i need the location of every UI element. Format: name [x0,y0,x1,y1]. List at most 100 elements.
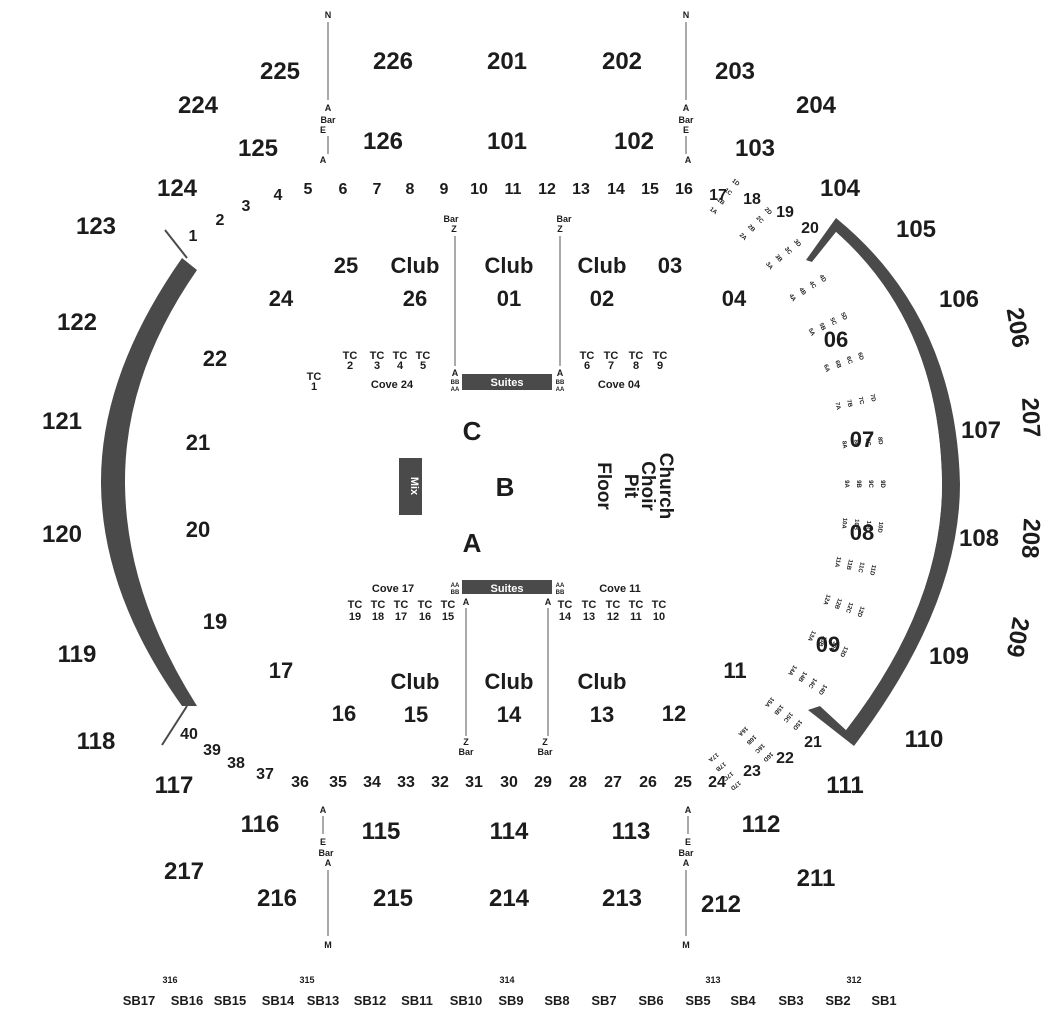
zone-c[interactable]: C [463,416,482,446]
floor-section-07[interactable]: 07 [850,427,874,452]
tc-15-number[interactable]: 15 [442,611,454,623]
section-103[interactable]: 103 [735,135,775,162]
box-7b[interactable]: 7B [845,399,853,408]
section-119[interactable]: 119 [58,641,97,668]
tc-8-label[interactable]: TC [629,350,644,362]
floor-section-20[interactable]: 20 [186,517,210,542]
floor-section-03[interactable]: 03 [658,253,682,278]
box-3a[interactable]: 3A [764,261,774,271]
tc-1-label[interactable]: TC [307,371,322,383]
section-126[interactable]: 126 [363,128,403,155]
box-9c[interactable]: 9C [867,480,873,488]
section-120[interactable]: 120 [42,521,82,548]
skybox-sb14[interactable]: SB14 [262,993,295,1008]
skybox-sb9[interactable]: SB9 [498,993,523,1008]
tc-15-label[interactable]: TC [441,599,456,611]
section-123[interactable]: 123 [76,213,116,240]
tc-12-number[interactable]: 12 [607,611,619,623]
cove-17[interactable]: Cove 17 [372,583,414,595]
box-12d[interactable]: 12D [855,605,865,618]
box-6d[interactable]: 6D [856,352,864,362]
box-13b[interactable]: 13B [816,635,827,648]
box-13d[interactable]: 13D [838,645,849,658]
tc-18-label[interactable]: TC [371,599,386,611]
floor-section-02[interactable]: 02 [590,286,614,311]
box-17b[interactable]: 17B [714,760,727,772]
tc-13-number[interactable]: 13 [583,611,595,623]
box-5c[interactable]: 5C [828,317,837,327]
box-17a[interactable]: 17A [706,751,719,763]
skybox-sb10[interactable]: SB10 [450,993,483,1008]
section-102[interactable]: 102 [614,128,654,155]
box-12c[interactable]: 12C [844,601,854,614]
tc-3-label[interactable]: TC [370,350,385,362]
floor-section-08[interactable]: 08 [850,520,874,545]
tc-16-number[interactable]: 16 [419,611,431,623]
cove-11[interactable]: Cove 11 [599,583,641,595]
box-11d[interactable]: 11D [868,564,876,576]
club-center[interactable]: Club [485,253,534,278]
tc-2-label[interactable]: TC [343,350,358,362]
section-224[interactable]: 224 [178,92,219,119]
floor-section-06[interactable]: 06 [824,327,848,352]
floor-section-19[interactable]: 19 [203,609,227,634]
box-7c[interactable]: 7C [857,396,865,405]
skybox-sb1[interactable]: SB1 [871,993,896,1008]
tc-18-number[interactable]: 18 [372,611,384,623]
box-14d[interactable]: 14D [816,683,827,696]
box-15a[interactable]: 15A [763,696,775,709]
section-208[interactable]: 208 [1016,518,1045,559]
section-121[interactable]: 121 [42,408,82,435]
section-109[interactable]: 109 [929,643,969,670]
section-122[interactable]: 122 [57,309,97,336]
tc-4-number[interactable]: 4 [397,360,404,372]
tc-6-number[interactable]: 6 [584,360,590,372]
tc-5-label[interactable]: TC [416,350,431,362]
box-9a[interactable]: 9A [843,480,849,488]
box-7a[interactable]: 7A [833,402,841,411]
floor-section-16[interactable]: 16 [332,701,356,726]
tc-10-label[interactable]: TC [652,599,667,611]
section-116[interactable]: 116 [241,811,280,838]
box-9b[interactable]: 9B [855,480,861,488]
box-5d[interactable]: 5D [839,312,848,322]
box-6c[interactable]: 6C [845,356,853,366]
floor-section-25[interactable]: 25 [334,253,358,278]
section-202[interactable]: 202 [602,48,642,75]
section-211[interactable]: 211 [797,865,836,892]
box-17c[interactable]: 17C [721,770,734,782]
floor-section-11[interactable]: 11 [723,658,746,683]
box-8d[interactable]: 8D [876,437,883,446]
box-10a[interactable]: 10A [840,517,847,529]
section-111[interactable]: 111 [826,772,863,799]
box-4a[interactable]: 4A [787,293,797,303]
section-225[interactable]: 225 [260,58,300,85]
box-14a[interactable]: 14A [786,664,797,677]
floor-section-22[interactable]: 22 [203,346,227,371]
box-1a[interactable]: 1A [708,207,718,217]
tc-8-number[interactable]: 8 [633,360,639,372]
section-216[interactable]: 216 [257,885,297,912]
box-2d[interactable]: 2D [763,207,773,217]
box-13a[interactable]: 13A [806,629,817,642]
section-107[interactable]: 107 [961,417,1001,444]
box-12a[interactable]: 12A [821,593,831,606]
box-16b[interactable]: 16B [744,733,757,745]
section-117[interactable]: 117 [155,772,194,799]
box-12b[interactable]: 12B [833,597,843,610]
floor-section-21[interactable]: 21 [186,430,210,455]
section-124[interactable]: 124 [157,175,198,202]
section-101[interactable]: 101 [487,128,527,155]
floor-section-17[interactable]: 17 [269,658,293,683]
section-217[interactable]: 217 [164,858,204,885]
box-11c[interactable]: 11C [856,561,864,573]
box-5b[interactable]: 5B [817,322,826,332]
box-15d[interactable]: 15D [791,718,803,731]
tc-13-label[interactable]: TC [582,599,597,611]
box-3c[interactable]: 3C [783,246,793,256]
tc-11-number[interactable]: 11 [630,611,642,623]
skybox-sb4[interactable]: SB4 [730,993,756,1008]
box-4b[interactable]: 4B [797,287,807,297]
floor-section-12[interactable]: 12 [662,701,686,726]
club-bottom-center[interactable]: Club [485,669,534,694]
